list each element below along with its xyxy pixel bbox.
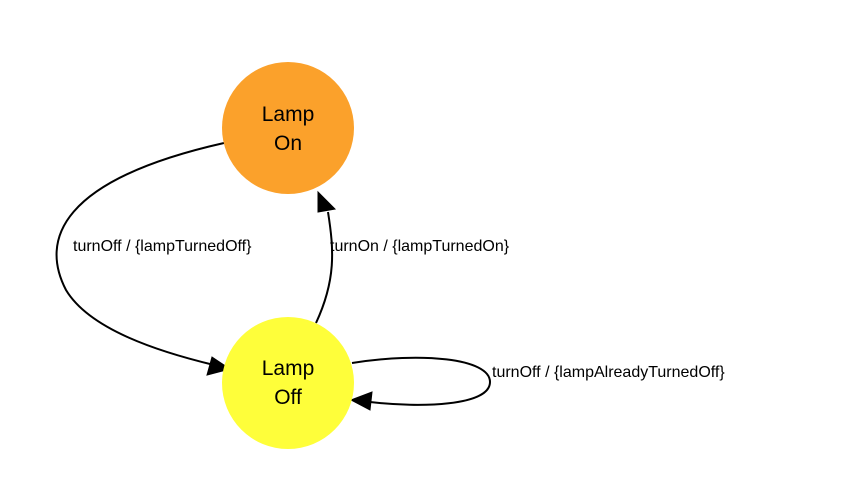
transition-off-self-loop-line [351, 356, 492, 406]
transition-off-to-on-label: turnOn / {lampTurnedOn} [330, 238, 510, 255]
state-lamp-off-circle [222, 317, 354, 449]
transition-off-to-on: turnOn / {lampTurnedOn} [315, 190, 510, 324]
state-lamp-on-circle [222, 62, 354, 194]
transition-on-to-off-label: turnOff / {lampTurnedOff} [73, 238, 252, 255]
transition-off-self-loop-arrowhead [349, 391, 373, 411]
state-lamp-on[interactable]: Lamp On [222, 62, 354, 194]
transition-off-self-loop: turnOff / {lampAlreadyTurnedOff} [349, 356, 725, 411]
state-lamp-on-label-line1: Lamp [262, 103, 315, 126]
transition-off-self-loop-label: turnOff / {lampAlreadyTurnedOff} [492, 364, 725, 381]
transition-off-to-on-line [315, 211, 334, 324]
state-lamp-off-label-line1: Lamp [262, 357, 315, 380]
transition-on-to-off-line [55, 142, 225, 366]
transition-on-to-off: turnOff / {lampTurnedOff} [55, 142, 252, 376]
state-lamp-off-label-line2: Off [274, 386, 302, 409]
state-lamp-off[interactable]: Lamp Off [222, 317, 354, 449]
state-lamp-on-label-line2: On [274, 132, 302, 155]
transition-off-to-on-arrowhead [317, 190, 337, 213]
